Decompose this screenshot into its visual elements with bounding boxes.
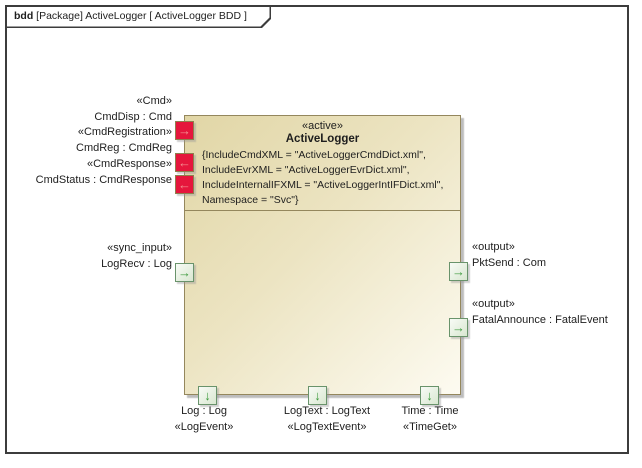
fatalannounce-port-label[interactable]: «output» FatalAnnounce : FatalEvent [472,297,608,328]
port-label-stereotype: «sync_input» [107,242,172,254]
block-name-compartment: «active» ActiveLogger {IncludeCmdXML = "… [185,116,460,211]
port-label-name: PktSend : Com [472,256,546,269]
arrow-down-icon: ↓ [426,388,433,403]
port-label-stereotype: «output» [472,241,515,253]
logrecv-port-label[interactable]: «sync_input» LogRecv : Log [101,241,172,272]
port-logtext[interactable]: ↓ [308,386,327,405]
arrow-right-icon: → [452,320,465,335]
arrow-left-icon: ← [178,177,191,192]
arrow-right-icon: → [452,264,465,279]
port-cmddisp[interactable]: → [175,121,194,140]
block-properties: {IncludeCmdXML = "ActiveLoggerCmdDict.xm… [202,148,460,208]
block-property-line: {IncludeCmdXML = "ActiveLoggerCmdDict.xm… [202,149,426,161]
diagram-kind-label: bdd [14,10,34,22]
port-label-stereotype: «TimeGet» [402,420,457,433]
arrow-down-icon: ↓ [314,388,321,403]
port-label-name: LogText : LogText [283,405,371,417]
port-time[interactable]: ↓ [420,386,439,405]
block-property-line: Namespace = "Svc"} [202,194,299,206]
port-label-name: Time : Time [401,405,459,417]
diagram-frame: bdd [Package] ActiveLogger [ ActiveLogge… [5,5,629,454]
port-label-stereotype: «Cmd» [136,95,172,107]
activelogger-block[interactable]: «active» ActiveLogger {IncludeCmdXML = "… [184,115,461,395]
arrow-left-icon: ← [178,155,191,170]
arrow-right-icon: → [178,123,191,138]
port-label-name: CmdStatus : CmdResponse [35,173,172,186]
port-log[interactable]: ↓ [198,386,217,405]
time-port-label[interactable]: Time : Time «TimeGet» [369,404,491,435]
port-label-stereotype: «LogTextEvent» [287,420,367,433]
port-label-stereotype: «CmdResponse» [87,157,172,170]
port-label-stereotype: «LogEvent» [174,420,234,433]
arrow-right-icon: → [178,265,191,280]
block-stereotype: «active» [302,120,343,132]
port-cmdstatus[interactable]: ← [175,175,194,194]
diagram-title-label: [Package] ActiveLogger [ ActiveLogger BD… [36,10,247,22]
port-pktsend[interactable]: → [449,262,468,281]
port-fatalannounce[interactable]: → [449,318,468,337]
port-label-name: Log : Log [181,405,227,417]
port-label-name: CmdReg : CmdReg [76,142,172,155]
port-label-name: LogRecv : Log [101,257,172,270]
arrow-down-icon: ↓ [204,388,211,403]
port-cmdreg[interactable]: ← [175,153,194,172]
port-label-name: CmdDisp : Cmd [94,110,172,123]
block-property-line: IncludeEvrXML = "ActiveLoggerEvrDict.xml… [202,164,410,176]
port-label-name: FatalAnnounce : FatalEvent [472,313,608,326]
cmd-ports-labels[interactable]: «Cmd» CmdDisp : Cmd «CmdRegistration» Cm… [36,94,172,188]
block-name: ActiveLogger [285,133,360,145]
logtext-port-label[interactable]: LogText : LogText «LogTextEvent» [257,404,397,435]
pktsend-port-label[interactable]: «output» PktSend : Com [472,240,546,271]
port-label-stereotype: «output» [472,298,515,310]
diagram-title-tab: bdd [Package] ActiveLogger [ ActiveLogge… [7,7,271,28]
log-port-label[interactable]: Log : Log «LogEvent» [143,404,265,435]
diagram-title: bdd [Package] ActiveLogger [ ActiveLogge… [7,7,270,27]
port-logrecv[interactable]: → [175,263,194,282]
block-property-line: IncludeInternalIFXML = "ActiveLoggerIntI… [202,179,444,191]
port-label-stereotype: «CmdRegistration» [77,126,172,139]
